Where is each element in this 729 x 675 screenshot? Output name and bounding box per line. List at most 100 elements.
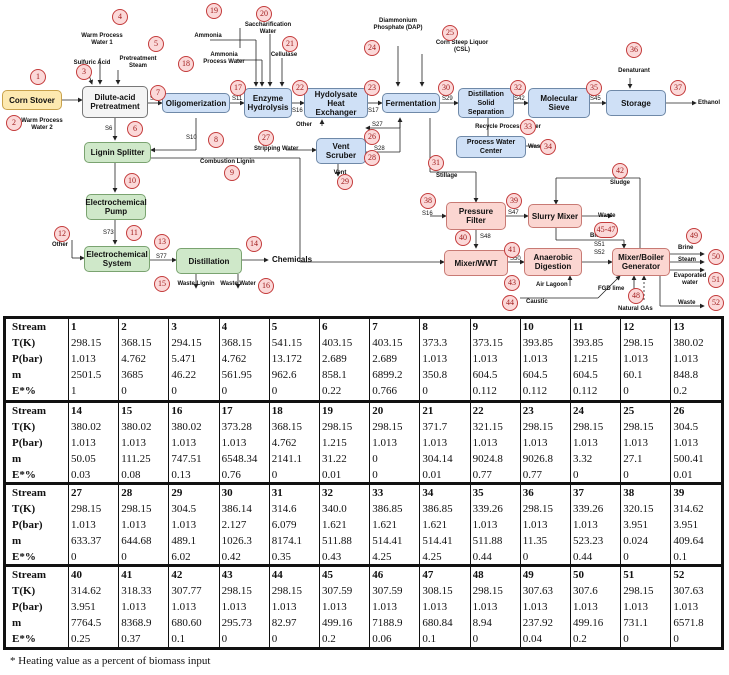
table-cell: 680.84	[422, 617, 453, 629]
cellulase-label: Cellulase	[270, 52, 298, 58]
table-cell: 680.60	[171, 617, 202, 629]
stream-id-cell: 10	[522, 321, 534, 333]
table-cell: 50.05	[71, 453, 96, 465]
table-cell: 7188.9	[372, 617, 403, 629]
table-cell: 111.25	[121, 453, 151, 465]
row-label: E*%	[12, 469, 36, 481]
hydrolysate-exchanger-box: Hydolysate Heat Exchanger	[304, 88, 368, 118]
table-cell: 320.15	[623, 503, 654, 515]
pretreatment-box: Dilute-acid Pretreatment	[82, 86, 148, 118]
electrochemical-system-box: Electrochemical System	[84, 246, 150, 272]
table-cell: 6548.34	[221, 453, 258, 465]
column-divider	[68, 319, 69, 400]
stream-s6: S6	[105, 126, 113, 132]
table-cell: 1.215	[322, 437, 347, 449]
stream-number-6: 6	[127, 121, 143, 137]
column-divider	[570, 567, 571, 648]
table-cell: 393.85	[522, 337, 554, 349]
ammonia-process-water-label: Ammonia Process Water	[203, 52, 245, 65]
column-divider	[620, 485, 622, 566]
column-divider	[68, 403, 69, 484]
table-cell: 1.013	[472, 601, 498, 613]
table-cell: 1.013	[71, 519, 96, 531]
table-cell: 1.013	[422, 437, 448, 449]
lignin-splitter-box: Lignin Splitter	[84, 142, 151, 163]
table-cell: 0.112	[472, 385, 497, 397]
slurry-mixer-box: Slurry Mixer	[528, 204, 582, 228]
table-cell: 0	[71, 551, 77, 563]
table-cell: 0.06	[372, 633, 392, 645]
stream-number-36: 36	[626, 42, 642, 58]
caustic-label: Caustic	[526, 299, 548, 305]
table-cell: 298.15	[271, 585, 303, 597]
stream-number-1: 1	[30, 69, 46, 85]
stream-id-cell: 8	[422, 321, 428, 333]
table-cell: 1.013	[221, 601, 247, 613]
column-divider	[218, 403, 220, 484]
stream-s27: S27	[372, 122, 383, 128]
table-cell: 604.5	[522, 369, 548, 381]
table-cell: 0.01	[673, 469, 693, 481]
stream-number-37: 37	[670, 80, 686, 96]
column-divider	[519, 567, 521, 648]
table-cell: 1.013	[522, 519, 548, 531]
table-cell: 307.63	[673, 585, 704, 597]
table-cell: 2.689	[372, 353, 397, 365]
table-cell: 82.97	[271, 617, 297, 629]
stream-number-3: 3	[76, 64, 92, 80]
stream-number-52: 52	[708, 295, 724, 311]
csl-label: Corn Steep Liquor (CSL)	[435, 40, 489, 53]
stream-number-26: 26	[364, 129, 380, 145]
stream-number-20: 20	[256, 6, 272, 22]
warm-process-water-2-label: Warm Process Water 2	[21, 118, 63, 131]
stream-number-21: 21	[282, 36, 298, 52]
table-cell: 0.024	[623, 535, 648, 547]
row-label: E*%	[12, 385, 36, 397]
row-label: m	[12, 453, 22, 465]
waste-label-pwc: Waste	[528, 144, 546, 150]
table-cell: 9026.8	[522, 453, 554, 465]
stream-id-cell: 33	[372, 487, 384, 499]
stream-number-31: 31	[428, 155, 444, 171]
table-cell: 0	[271, 633, 278, 645]
table-cell: 368.15	[121, 337, 152, 349]
stream-id-cell: 22	[472, 405, 484, 417]
stream-number-18: 18	[178, 56, 194, 72]
stream-id-cell: 40	[71, 569, 82, 581]
column-divider	[620, 319, 622, 400]
table-cell: 1.013	[472, 519, 498, 531]
denaturant-label: Denaturant	[618, 68, 650, 74]
evaporated-water-label: Evaporated water	[673, 273, 707, 286]
column-divider	[369, 403, 371, 484]
table-cell: 3.32	[573, 453, 593, 465]
stripping-water-label: Stripping Water	[254, 146, 299, 152]
stream-number-45-47: 45-47	[594, 222, 618, 238]
row-label: E*%	[12, 551, 36, 563]
table-cell: 0.13	[171, 469, 191, 481]
stream-id-cell: 24	[573, 405, 584, 417]
stream-s47: S47	[508, 210, 519, 216]
stream-id-cell: 2	[121, 321, 127, 333]
stream-s48: S48	[480, 234, 491, 240]
stream-id-cell: 42	[171, 569, 183, 581]
column-divider	[268, 567, 270, 648]
table-cell: 1026.3	[221, 535, 252, 547]
stream-number-44: 44	[502, 295, 518, 311]
table-cell: 1.013	[623, 601, 648, 613]
table-cell: 368.15	[271, 421, 303, 433]
stream-number-15: 15	[154, 276, 170, 292]
table-cell: 314.6	[271, 503, 297, 515]
table-cell: 5.471	[171, 353, 197, 365]
column-divider	[68, 567, 69, 648]
table-cell: 0.25	[71, 633, 91, 645]
table-cell: 298.15	[522, 421, 554, 433]
stream-number-49: 49	[686, 228, 702, 244]
table-cell: 1.013	[522, 437, 548, 449]
table-cell: 2501.5	[71, 369, 102, 381]
table-cell: 373.15	[472, 337, 503, 349]
row-label: P(bar)	[12, 437, 43, 449]
